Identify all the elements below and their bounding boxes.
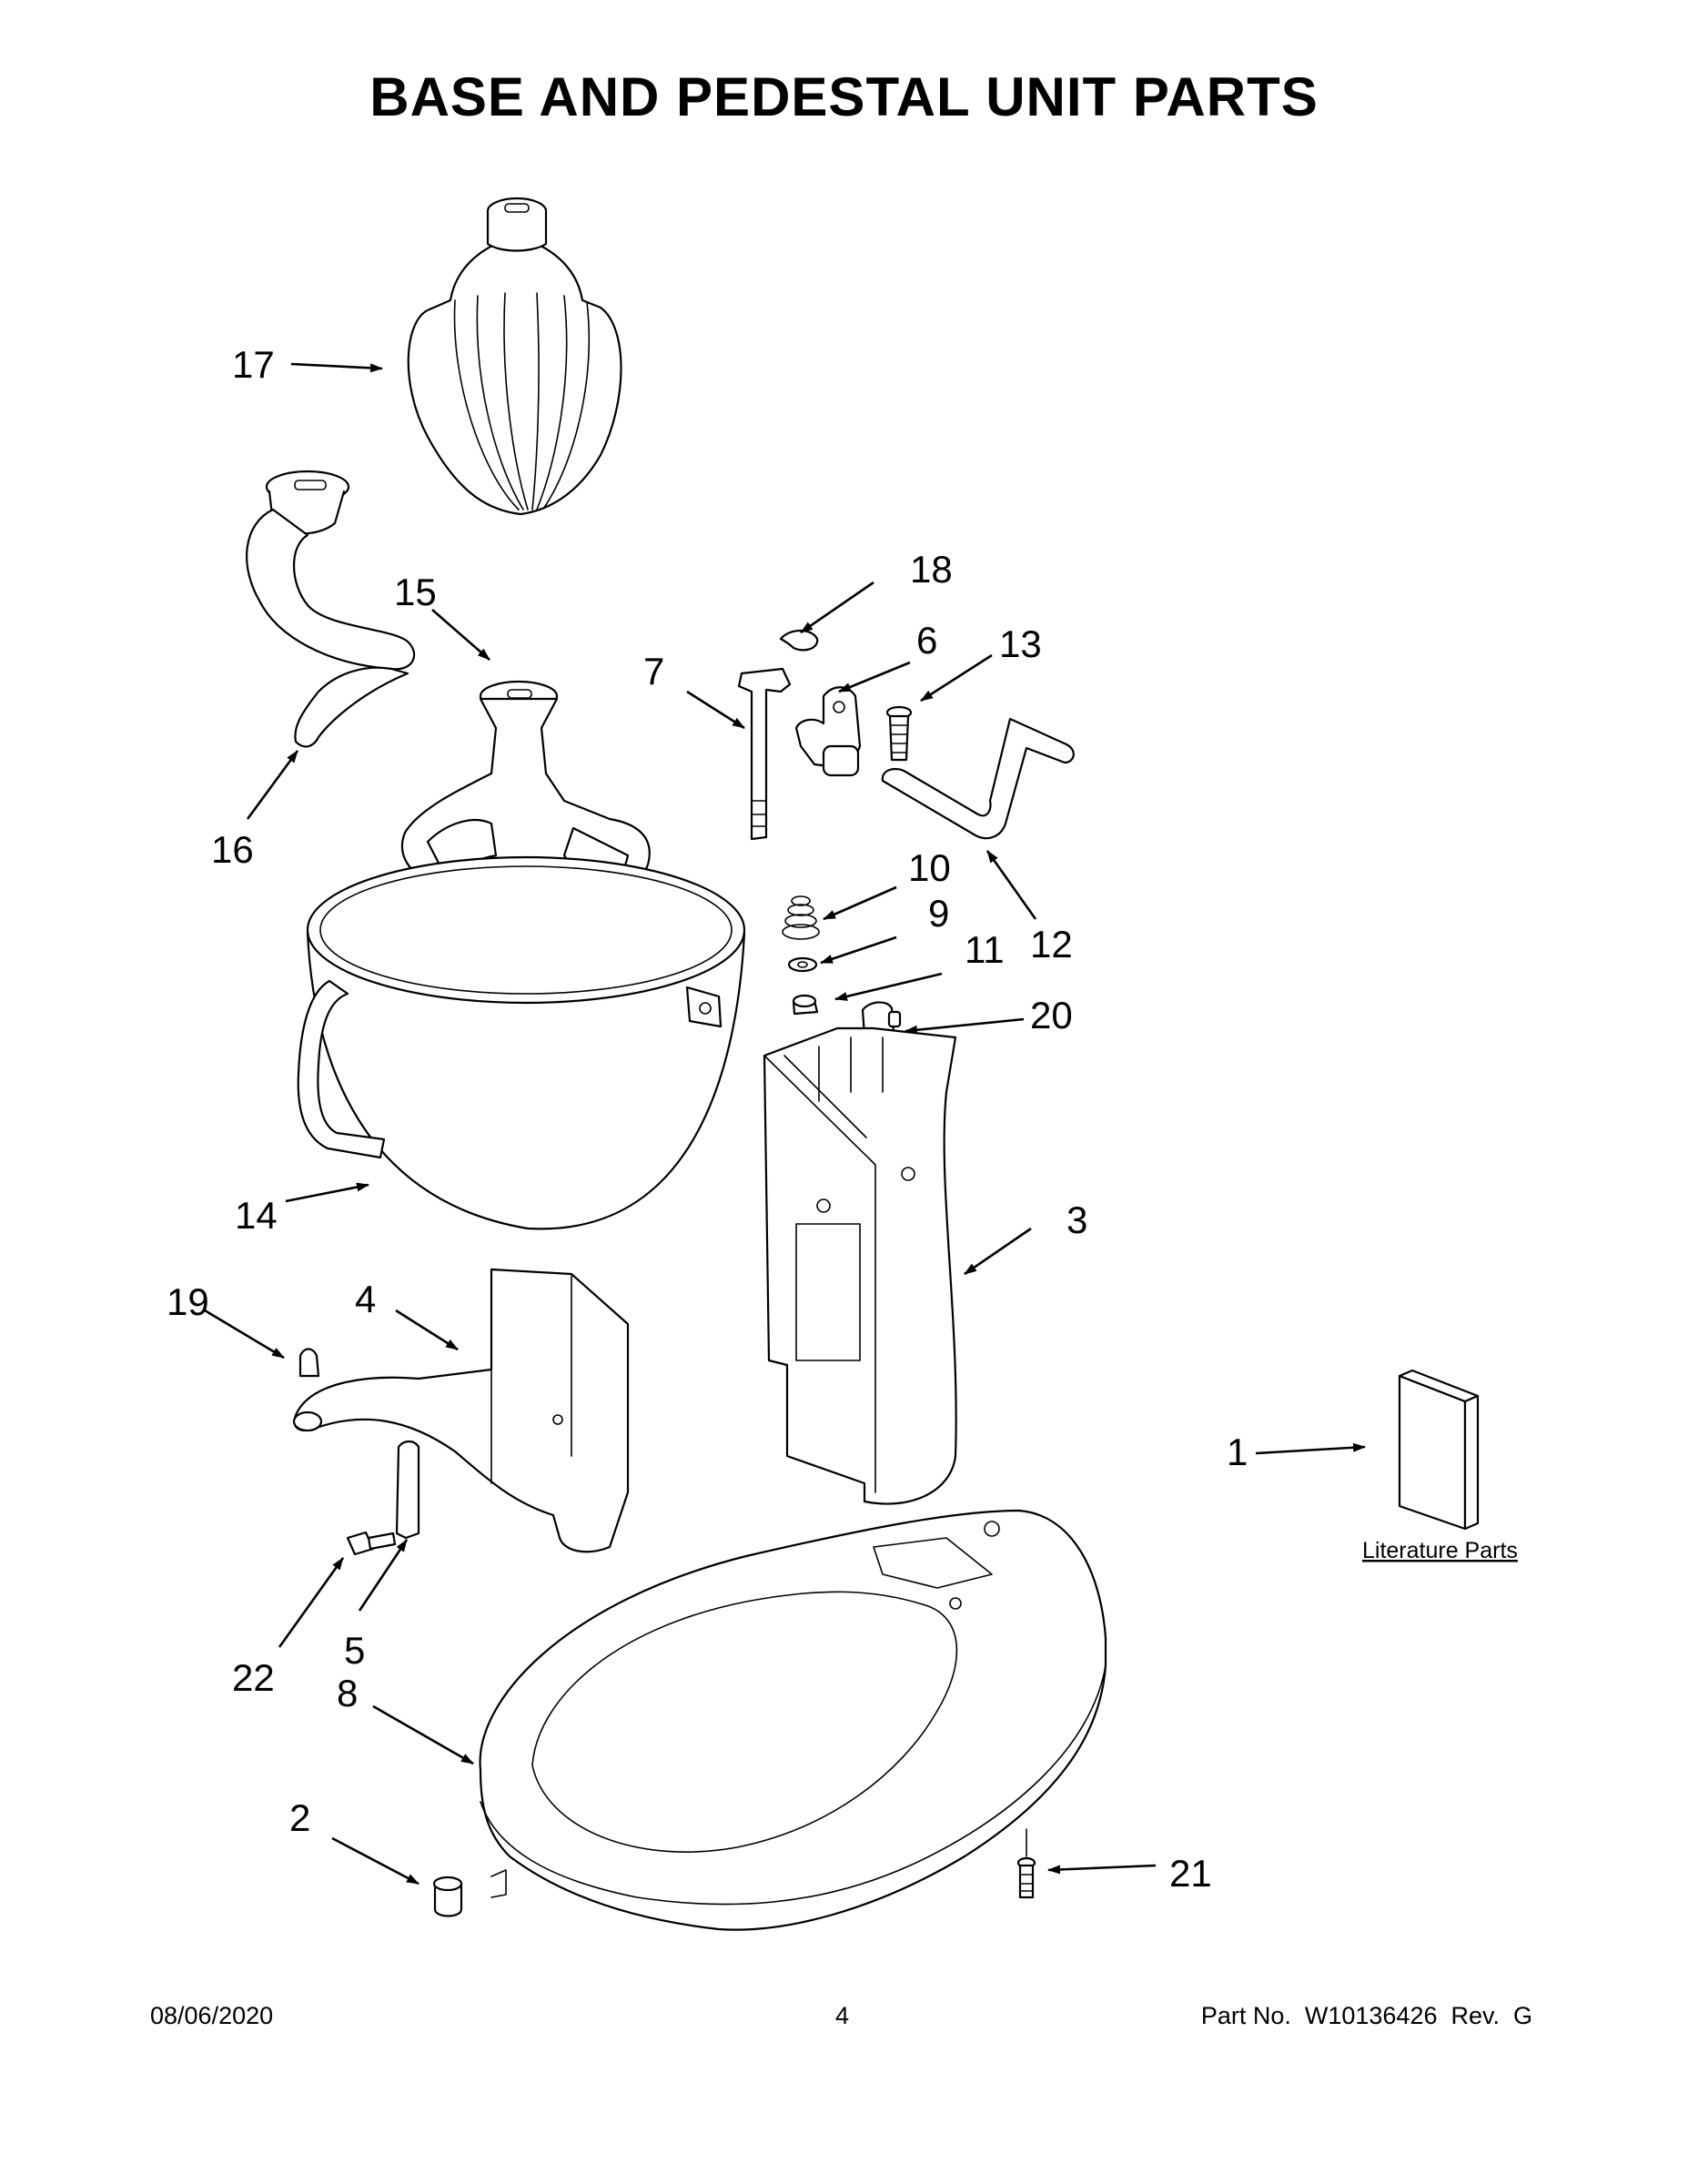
callout-8: 8 <box>337 1672 358 1714</box>
bumper-part <box>298 1348 320 1378</box>
callout-17: 17 <box>232 343 275 386</box>
callout-15: 15 <box>394 571 437 613</box>
lift-rod-part <box>737 667 792 841</box>
callout-19: 19 <box>167 1280 209 1323</box>
callout-4: 4 <box>355 1278 376 1320</box>
bowl-support-part <box>292 1268 630 1553</box>
mixing-bowl-part <box>297 855 746 1230</box>
callout-22: 22 <box>232 1656 275 1699</box>
rubber-foot-part <box>432 1869 507 1917</box>
wire-whip-part <box>407 197 622 516</box>
callout-21: 21 <box>1169 1852 1212 1895</box>
bracket-part <box>794 686 862 777</box>
callout-14: 14 <box>235 1194 278 1237</box>
footer-date: 08/06/2020 <box>150 2002 274 2029</box>
callout-13: 13 <box>999 622 1042 665</box>
callout-16: 16 <box>211 828 254 871</box>
literature-parts-box <box>1398 1369 1480 1531</box>
nut-part <box>792 994 819 1016</box>
callout-numbers: 1 2 3 4 5 6 7 8 9 10 11 12 13 14 15 16 1… <box>167 343 1518 1895</box>
lever-handle-part <box>881 717 1075 840</box>
footer-part-number: Part No. W10136426 Rev. G <box>1200 2002 1532 2029</box>
page-title: BASE AND PEDESTAL UNIT PARTS <box>369 66 1319 127</box>
callout-20: 20 <box>1030 994 1073 1036</box>
callout-7: 7 <box>643 650 664 693</box>
literature-parts-label: Literature Parts <box>1362 1538 1518 1563</box>
retaining-ring-part <box>779 629 819 652</box>
callout-11: 11 <box>965 928 1005 971</box>
plate-part <box>395 1440 420 1540</box>
callout-2: 2 <box>289 1796 310 1839</box>
pedestal-column-part <box>763 1026 957 1505</box>
callout-12: 12 <box>1030 923 1073 966</box>
spring-part <box>782 895 820 940</box>
footer-page-number: 4 <box>835 2002 850 2029</box>
washer-part <box>787 956 818 973</box>
screw-part <box>885 705 913 762</box>
callout-18: 18 <box>910 548 953 591</box>
dough-hook-part <box>246 470 416 748</box>
callout-5: 5 <box>344 1629 365 1672</box>
callout-9: 9 <box>928 892 949 935</box>
mounting-screw-part <box>346 1531 397 1556</box>
callout-leader-lines <box>204 362 1366 1886</box>
base-part <box>479 1509 1107 1931</box>
callout-10: 10 <box>908 846 951 889</box>
base-screw-part <box>1016 1828 1036 1899</box>
callout-6: 6 <box>916 619 937 662</box>
callout-1: 1 <box>1227 1431 1248 1473</box>
callout-3: 3 <box>1066 1198 1087 1241</box>
